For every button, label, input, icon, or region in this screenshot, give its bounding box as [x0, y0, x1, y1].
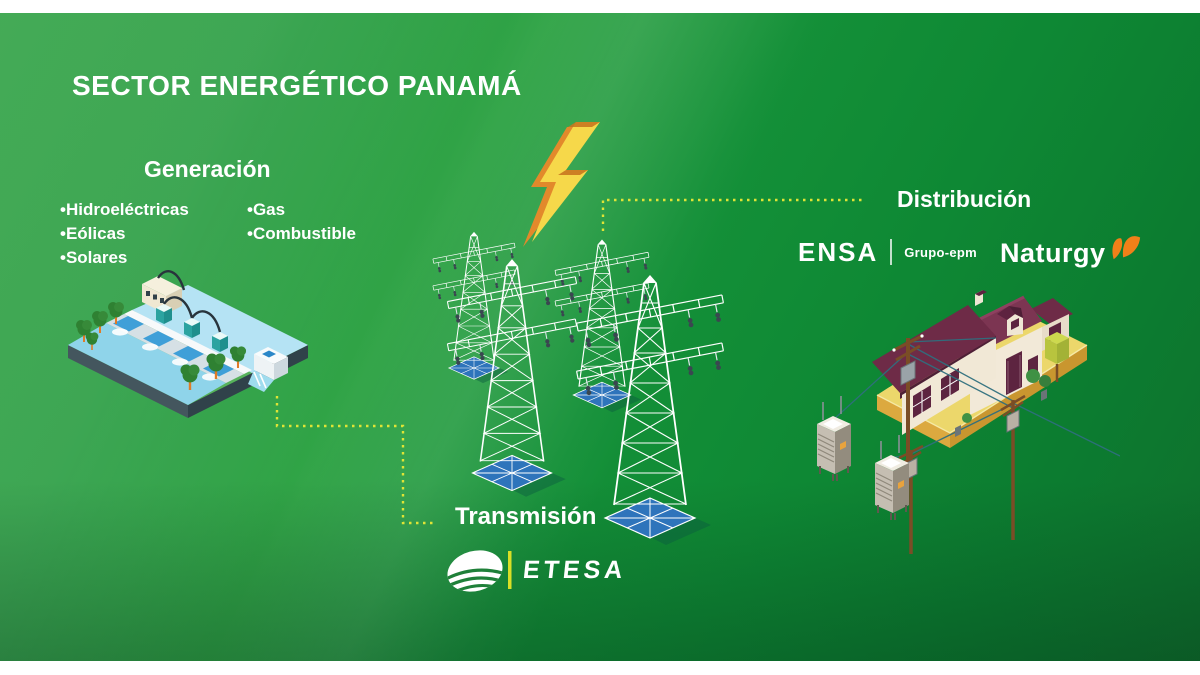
- lightning-bolt-icon: [523, 122, 600, 247]
- generation-item-solar: •Solares: [60, 248, 128, 267]
- generation-item-wind: •Eólicas: [60, 224, 126, 243]
- turbine-units: [156, 270, 228, 352]
- ensa-logo: ENSA Grupo-epm: [798, 237, 977, 267]
- house-illustration: [816, 290, 1120, 554]
- tower-2: [447, 259, 579, 497]
- outflow-structure: [248, 347, 288, 392]
- generation-heading: Generación: [144, 156, 271, 182]
- logo-divider: [890, 239, 893, 265]
- etesa-wordmark: ETESA: [521, 555, 628, 584]
- naturgy-wordmark: Naturgy: [1000, 237, 1106, 268]
- generation-item-gas: •Gas: [247, 200, 286, 219]
- etesa-logo: ETESA: [444, 546, 628, 594]
- naturgy-logo: Naturgy: [1000, 236, 1142, 270]
- top-white-bar: [0, 0, 1200, 13]
- distribution-heading: Distribución: [897, 186, 1032, 212]
- transmission-heading: Transmisión: [455, 503, 597, 530]
- generation-list-col2: •Gas •Combustible: [247, 198, 356, 246]
- house-landscaping: [955, 332, 1069, 437]
- dam-trees: [76, 302, 247, 390]
- etesa-globe-icon: [444, 550, 512, 594]
- transformer-cabinet-2: [874, 434, 910, 521]
- generation-item-hydro: •Hidroeléctricas: [60, 200, 189, 219]
- connector-generation-to-transmission: [275, 396, 436, 525]
- hydro-dam-illustration: [68, 270, 308, 418]
- grupo-epm-wordmark: Grupo-epm: [904, 244, 978, 260]
- naturgy-butterfly-icon: [1111, 236, 1140, 260]
- ensa-wordmark: ENSA: [798, 236, 879, 267]
- page-title: SECTOR ENERGÉTICO PANAMÁ: [72, 70, 522, 101]
- generation-item-fuel: •Combustible: [247, 224, 356, 243]
- mini-pole-b: [1000, 394, 1026, 540]
- bottom-white-bar: [0, 661, 1200, 675]
- generation-list-col1: •Hidroeléctricas •Eólicas •Solares: [60, 198, 189, 270]
